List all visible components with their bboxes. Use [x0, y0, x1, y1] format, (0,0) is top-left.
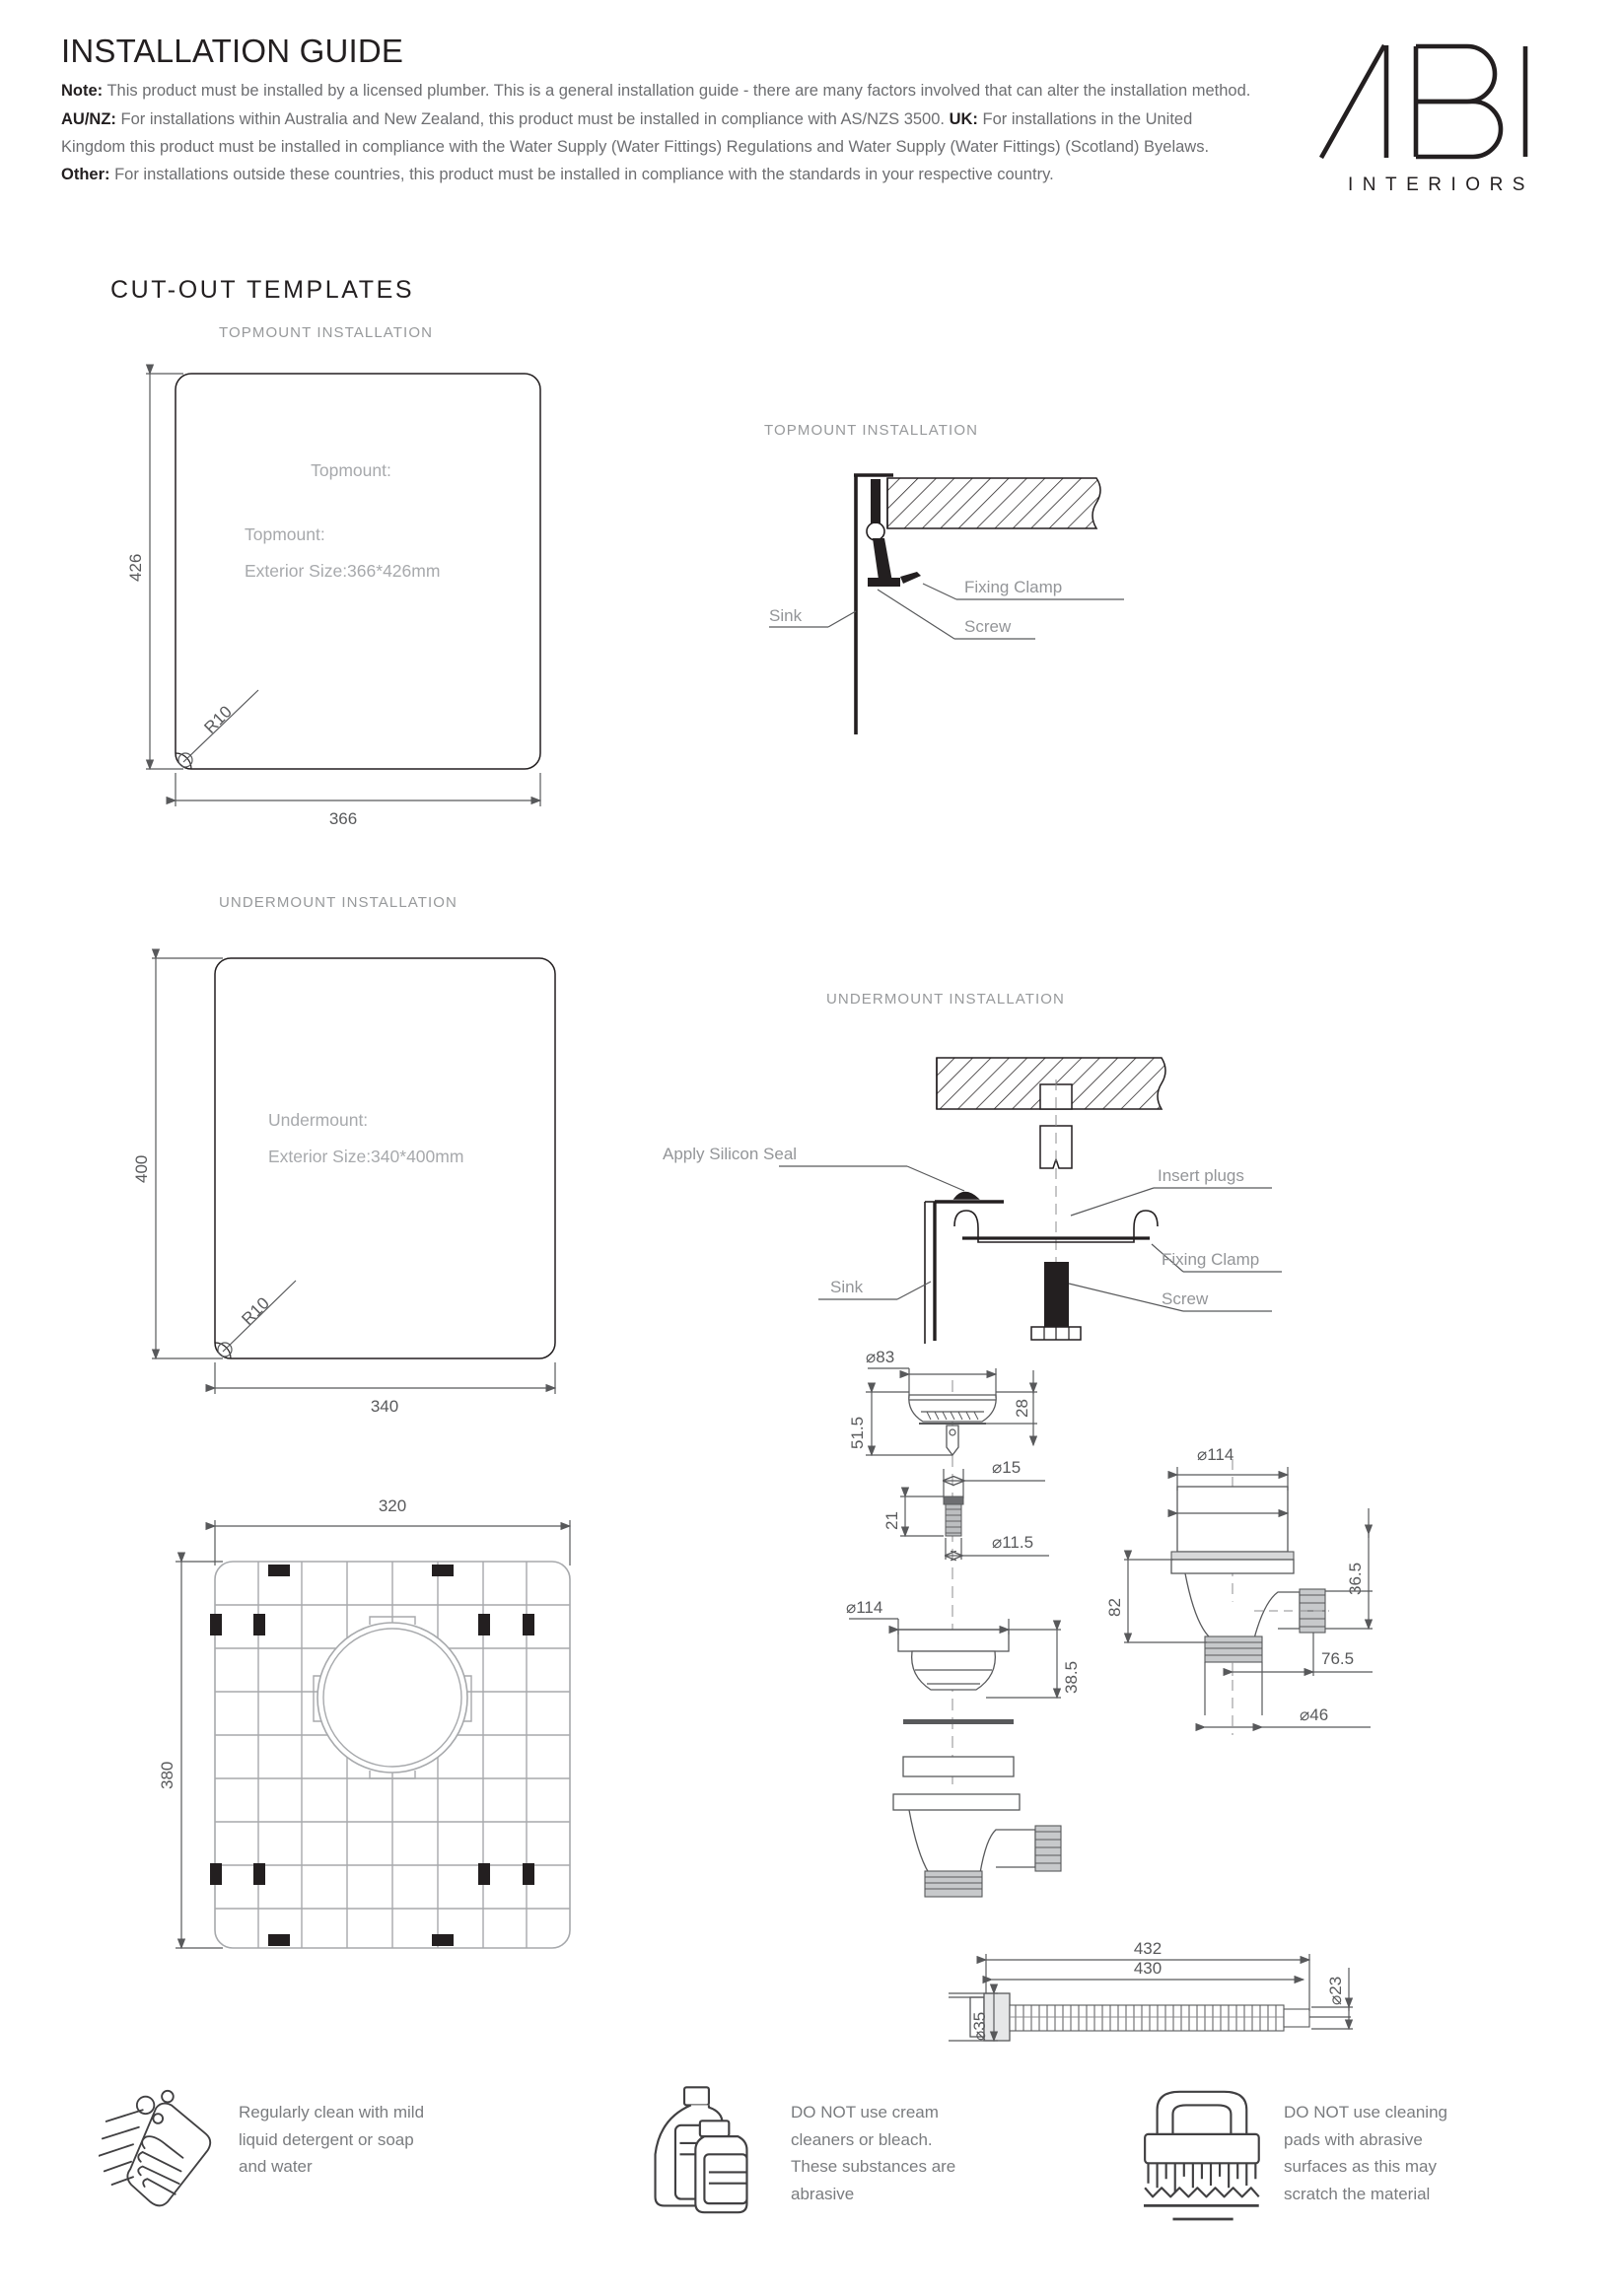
undermount-width-dimension — [205, 1362, 557, 1394]
undermount-template-title: UNDERMOUNT INSTALLATION — [219, 894, 458, 911]
abi-logo-icon — [1318, 43, 1528, 160]
screw-shaft-diameter-label: ⌀11.5 — [992, 1533, 1033, 1552]
screw-head-diameter-label: ⌀15 — [992, 1458, 1021, 1477]
sink-grid-drawing — [176, 1520, 572, 1950]
undermount-height-dimension — [151, 948, 223, 1360]
care-line: abrasive — [791, 2184, 855, 2203]
installation-note: Note: This product must be installed by … — [61, 77, 1259, 189]
note-label: Note: — [61, 82, 104, 101]
hose-nut-diameter-label: ⌀35 — [970, 2012, 989, 2041]
section-title: CUT-OUT TEMPLATES — [110, 276, 415, 304]
undermount-section-drawing — [779, 1057, 1282, 1344]
uk-text: For installations in the United Kingdom … — [61, 109, 1210, 157]
topmount-radius-leader — [175, 689, 259, 770]
care-line: liquid detergent or soap — [239, 2129, 414, 2149]
other-label: Other: — [61, 166, 110, 184]
care-line: Regularly clean with mild — [239, 2103, 425, 2122]
scrub-brush-icon — [1144, 2090, 1260, 2221]
document-header: INSTALLATION GUIDE Note: This product mu… — [61, 33, 1560, 189]
care-text-no-cream-cleaners: DO NOT use cream cleaners or bleach. The… — [785, 2085, 955, 2207]
undermount-note-2: Exterior Size:340*400mm — [268, 1147, 463, 1166]
topmount-height-label: 426 — [126, 554, 145, 582]
undermount-cutout-shape — [214, 957, 556, 1359]
assembly-thread-diameter-label: ⌀46 — [1300, 1705, 1328, 1724]
flange-diameter-label: ⌀114 — [846, 1598, 882, 1617]
undermount-callout-screw: Screw — [1162, 1289, 1209, 1308]
topmount-section-drawing — [769, 473, 1124, 734]
flange-body-height-label: 38.5 — [1062, 1661, 1081, 1694]
topmount-callout-screw: Screw — [964, 617, 1012, 636]
waste-flange-body-drawing — [849, 1618, 1062, 1898]
assembly-outlet-offset-label: 76.5 — [1321, 1649, 1354, 1668]
care-item-no-cream-cleaners: DO NOT use cream cleaners or bleach. The… — [651, 2085, 1144, 2230]
care-line: DO NOT use cream — [791, 2103, 939, 2122]
undermount-width-label: 340 — [371, 1397, 398, 1416]
cleaner-bottles-icon — [654, 2086, 748, 2214]
strainer-height-label: 51.5 — [848, 1417, 867, 1449]
care-line: DO NOT use cleaning — [1284, 2103, 1447, 2122]
waste-screw-drawing — [900, 1469, 1049, 1560]
logo-subtitle: INTERIORS — [1348, 174, 1534, 195]
care-item-no-abrasive-pads: DO NOT use cleaning pads with abrasive s… — [1144, 2085, 1558, 2230]
strainer-diameter-label: ⌀83 — [866, 1348, 894, 1366]
topmount-height-dimension — [145, 364, 183, 771]
strainer-basket-drawing — [866, 1367, 1038, 1784]
assembly-height-label: 82 — [1105, 1598, 1124, 1617]
topmount-width-dimension — [166, 773, 542, 806]
topmount-note-0: Topmount: — [311, 460, 391, 480]
note-text-1: This product must be installed by a lice… — [103, 82, 1251, 101]
flexible-hose-drawing — [949, 1954, 1354, 2043]
care-line: pads with abrasive — [1284, 2129, 1423, 2149]
undermount-callout-insert-plugs: Insert plugs — [1158, 1166, 1244, 1185]
care-line: scratch the material — [1284, 2184, 1431, 2203]
strainer-basket-height-label: 28 — [1013, 1399, 1031, 1418]
care-line: These substances are — [791, 2157, 956, 2177]
topmount-radius-label: R10 — [200, 702, 235, 736]
other-text: For installations outside these countrie… — [109, 166, 1054, 184]
undermount-radius-label: R10 — [238, 1293, 272, 1328]
care-instructions-row: Regularly clean with mild liquid deterge… — [99, 2085, 1558, 2230]
care-line: cleaners or bleach. — [791, 2129, 933, 2149]
topmount-cutout-shape — [175, 373, 541, 770]
hand-sponge-icon — [99, 2089, 212, 2207]
care-text-clean: Regularly clean with mild liquid deterge… — [233, 2085, 424, 2181]
page-title: INSTALLATION GUIDE — [61, 33, 404, 69]
screw-length-label: 21 — [882, 1511, 901, 1530]
grid-width-label: 320 — [379, 1496, 406, 1515]
topmount-width-label: 366 — [329, 809, 357, 828]
waste-assembly-drawing — [1123, 1459, 1374, 1735]
topmount-note-1: Topmount: — [245, 524, 325, 544]
topmount-template-title: TOPMOUNT INSTALLATION — [219, 324, 434, 341]
uk-label: UK: — [949, 109, 978, 128]
undermount-radius-leader — [214, 1280, 297, 1359]
care-line: and water — [239, 2157, 313, 2177]
topmount-section-title: TOPMOUNT INSTALLATION — [764, 422, 979, 439]
hose-diameter-label: ⌀23 — [1326, 1977, 1345, 2005]
topmount-callout-fixing-clamp: Fixing Clamp — [964, 578, 1062, 596]
hose-inner-length-label: 430 — [1134, 1959, 1162, 1978]
grid-height-label: 380 — [158, 1762, 176, 1789]
assembly-flange-diameter-label: ⌀114 — [1197, 1445, 1233, 1464]
care-text-no-abrasive-pads: DO NOT use cleaning pads with abrasive s… — [1278, 2085, 1447, 2207]
undermount-height-label: 400 — [132, 1155, 151, 1183]
aunz-label: AU/NZ: — [61, 109, 116, 128]
undermount-callout-fixing-clamp: Fixing Clamp — [1162, 1250, 1259, 1269]
undermount-callout-silicon-seal: Apply Silicon Seal — [663, 1145, 797, 1163]
care-line: surfaces as this may — [1284, 2157, 1437, 2177]
hose-outer-length-label: 432 — [1134, 1939, 1162, 1958]
assembly-outlet-height-label: 36.5 — [1346, 1563, 1365, 1595]
brand-logo: INTERIORS — [1313, 37, 1560, 196]
topmount-note-2: Exterior Size:366*426mm — [245, 561, 440, 581]
aunz-text: For installations within Australia and N… — [115, 109, 950, 128]
undermount-callout-sink: Sink — [830, 1278, 864, 1296]
undermount-note-1: Undermount: — [268, 1110, 368, 1130]
care-item-clean: Regularly clean with mild liquid deterge… — [99, 2085, 651, 2230]
undermount-section-title: UNDERMOUNT INSTALLATION — [826, 991, 1065, 1008]
topmount-callout-sink: Sink — [769, 606, 803, 625]
